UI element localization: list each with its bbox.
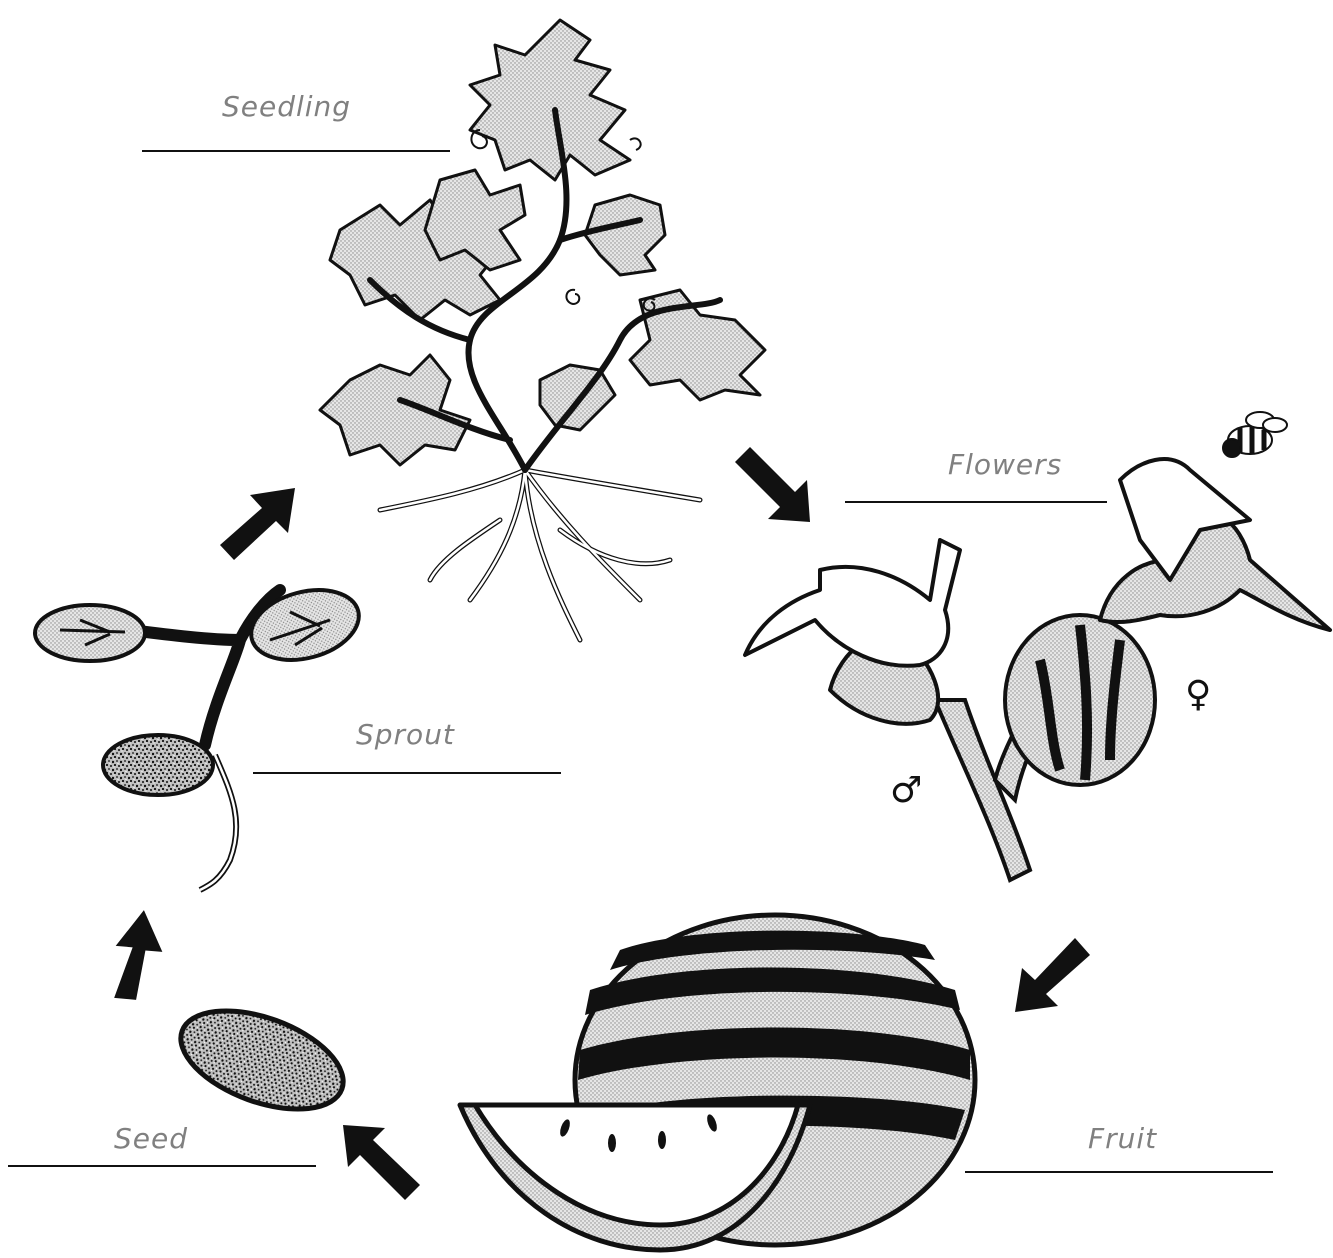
label-fruit: Fruit (1088, 1122, 1157, 1155)
male-symbol-icon: ♂ (890, 770, 923, 811)
answer-line-flowers[interactable] (845, 501, 1107, 503)
male-flower (745, 540, 960, 724)
seedling-plant (320, 20, 765, 640)
arrow-sprout-to-seedling (220, 488, 295, 560)
seed-illustration (168, 991, 356, 1128)
label-flowers: Flowers (948, 448, 1062, 481)
arrow-seedling-to-flowers (735, 447, 810, 522)
cotyledon-left (35, 605, 145, 661)
answer-line-seedling[interactable] (142, 150, 450, 152)
sprout-illustration (35, 579, 367, 890)
arrow-seed-to-sprout (111, 908, 166, 1002)
flowers-illustration (745, 412, 1330, 880)
female-flower (1005, 459, 1330, 785)
arrow-flowers-to-fruit (1015, 938, 1090, 1012)
arrow-fruit-to-seed (343, 1125, 420, 1200)
answer-line-fruit[interactable] (965, 1171, 1273, 1173)
fruit-illustration (460, 915, 975, 1250)
answer-line-seed[interactable] (8, 1165, 316, 1167)
answer-line-sprout[interactable] (253, 772, 561, 774)
seed-coat (103, 735, 213, 795)
plant-roots (380, 470, 700, 640)
female-symbol-icon: ♀ (1185, 674, 1212, 715)
label-seedling: Seedling (222, 90, 351, 123)
label-sprout: Sprout (356, 718, 455, 751)
label-seed: Seed (114, 1122, 188, 1155)
plant-leaves (320, 20, 765, 465)
bee-icon (1223, 412, 1287, 457)
cotyledon-right (243, 579, 366, 671)
